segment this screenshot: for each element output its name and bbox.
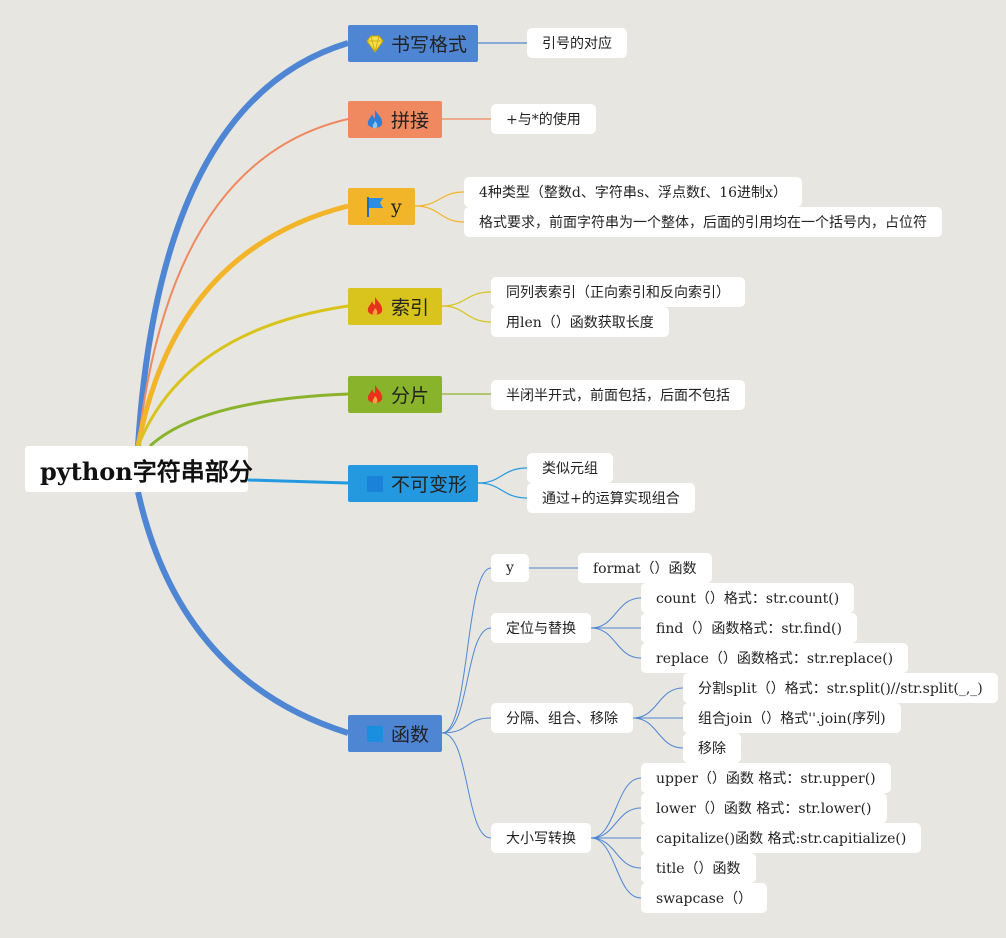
leaf-label: title（）函数: [656, 861, 741, 877]
leaf-label: 同列表索引（正向索引和反向索引）: [506, 285, 730, 301]
branch-label: 分片: [391, 385, 430, 407]
leaf-format-function[interactable]: format（）函数: [578, 553, 712, 583]
group-label: 分隔、组合、移除: [506, 711, 618, 727]
branch-writing-format[interactable]: 书写格式: [348, 25, 478, 62]
leaf-label: find（）函数格式：str.find(): [656, 621, 842, 637]
branch-label: 不可变形: [391, 474, 468, 496]
leaf-len-function[interactable]: 用len（）函数获取长度: [491, 307, 669, 337]
branch-label: 索引: [391, 297, 430, 319]
leaf-join[interactable]: 组合join（）格式''.join(序列): [683, 703, 901, 733]
leaf-four-types[interactable]: 4种类型（整数d、字符串s、浮点数f、16进制x）: [464, 177, 802, 207]
square-icon: [364, 475, 386, 493]
fire-icon: [364, 296, 386, 318]
leaf-list-index[interactable]: 同列表索引（正向索引和反向索引）: [491, 277, 745, 307]
leaf-swapcase[interactable]: swapcase（）: [641, 883, 768, 913]
leaf-label: replace（）函数格式：str.replace(): [656, 651, 894, 667]
group-label: 定位与替换: [506, 621, 576, 637]
leaf-remove[interactable]: 移除: [683, 733, 741, 763]
leaf-label: count（）格式：str.count(): [656, 591, 840, 607]
square-icon: [364, 725, 386, 743]
leaf-label: swapcase（）: [656, 891, 753, 907]
leaf-label: +与*的使用: [506, 112, 581, 128]
leaf-label: 半闭半开式，前面包括，后面不包括: [506, 388, 730, 404]
leaf-label: format（）函数: [593, 561, 697, 577]
leaf-like-tuple[interactable]: 类似元组: [527, 453, 613, 483]
branch-label: 书写格式: [391, 34, 468, 56]
leaf-find[interactable]: find（）函数格式：str.find(): [641, 613, 857, 643]
edge-root-branch-6: [247, 478, 349, 485]
branch-functions[interactable]: 函数: [348, 715, 442, 752]
branch-y[interactable]: y: [348, 188, 415, 225]
root-node[interactable]: python字符串部分: [25, 446, 253, 492]
branch-index[interactable]: 索引: [348, 288, 442, 325]
root-label: python字符串部分: [40, 456, 253, 486]
leaf-upper[interactable]: upper（）函数 格式：str.upper(): [641, 763, 891, 793]
group-label: 大小写转换: [506, 831, 576, 847]
leaf-label: 分割split（）格式：str.split()//str.split(_,_): [698, 681, 983, 697]
leaf-label: 格式要求，前面字符串为一个整体，后面的引用均在一个括号内，占位符: [479, 215, 927, 231]
leaf-plus-combine[interactable]: 通过+的运算实现组合: [527, 483, 695, 513]
leaf-label: 通过+的运算实现组合: [542, 491, 680, 507]
flag-icon: [364, 196, 386, 218]
group-split-join-remove[interactable]: 分隔、组合、移除: [491, 703, 633, 733]
group-locate-replace[interactable]: 定位与替换: [491, 613, 591, 643]
branch-immutable[interactable]: 不可变形: [348, 465, 478, 502]
branch-label: y: [391, 195, 402, 218]
edge-root-branch-5: [148, 392, 349, 448]
branch-slicing[interactable]: 分片: [348, 376, 442, 413]
leaf-label: 用len（）函数获取长度: [506, 315, 654, 331]
branch-concatenation[interactable]: 拼接: [348, 101, 442, 138]
leaf-replace[interactable]: replace（）函数格式：str.replace(): [641, 643, 909, 673]
leaf-label: lower（）函数 格式：str.lower(): [656, 801, 872, 817]
leaf-title[interactable]: title（）函数: [641, 853, 756, 883]
leaf-half-open[interactable]: 半闭半开式，前面包括，后面不包括: [491, 380, 745, 410]
leaf-quote-matching[interactable]: 引号的对应: [527, 28, 627, 58]
branch-label: 函数: [391, 724, 430, 746]
diamond-icon: [364, 35, 386, 53]
leaf-capitalize[interactable]: capitalize()函数 格式:str.capitialize(): [641, 823, 922, 853]
group-label: y: [506, 560, 514, 576]
group-case-conversion[interactable]: 大小写转换: [491, 823, 591, 853]
leaf-label: 引号的对应: [542, 36, 612, 52]
leaf-label: 移除: [698, 741, 726, 757]
edge-root-branch-3: [135, 203, 349, 447]
edge-root-branch-1: [135, 40, 349, 447]
fire-icon: [364, 109, 386, 131]
leaf-label: 类似元组: [542, 461, 598, 477]
leaf-count[interactable]: count（）格式：str.count(): [641, 583, 855, 613]
leaf-split[interactable]: 分割split（）格式：str.split()//str.split(_,_): [683, 673, 998, 703]
leaf-format-requirement[interactable]: 格式要求，前面字符串为一个整体，后面的引用均在一个括号内，占位符: [464, 207, 942, 237]
edge-root-branch-7: [135, 491, 349, 736]
leaf-label: upper（）函数 格式：str.upper(): [656, 771, 876, 787]
leaf-label: capitalize()函数 格式:str.capitialize(): [656, 831, 907, 847]
leaf-label: 4种类型（整数d、字符串s、浮点数f、16进制x）: [479, 185, 787, 201]
leaf-lower[interactable]: lower（）函数 格式：str.lower(): [641, 793, 887, 823]
edge-root-branch-4: [136, 304, 349, 447]
edge-root-branch-2: [137, 118, 349, 447]
branch-label: 拼接: [391, 110, 430, 132]
leaf-label: 组合join（）格式''.join(序列): [698, 711, 886, 727]
fire-icon: [364, 384, 386, 406]
group-y[interactable]: y: [491, 554, 529, 582]
leaf-plus-star-usage[interactable]: +与*的使用: [491, 104, 596, 134]
